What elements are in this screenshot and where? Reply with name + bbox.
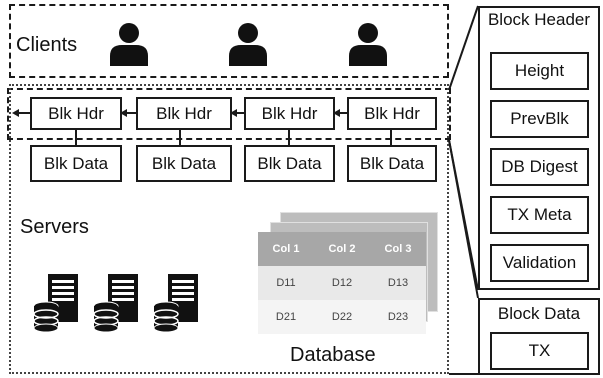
table-header-cell: Col 3	[370, 232, 426, 266]
person-icon	[229, 23, 267, 66]
block-header: Blk Hdr	[30, 97, 122, 130]
clients-label: Clients	[16, 34, 78, 56]
table-row: D11 D12 D13	[258, 266, 426, 300]
ledger-strip	[7, 88, 451, 140]
table-cell: D13	[370, 266, 426, 300]
block-data: Blk Data	[136, 145, 232, 182]
field-tx-meta: TX Meta	[490, 196, 589, 234]
block-data: Blk Data	[244, 145, 335, 182]
db-table: Col 1 Col 2 Col 3 D11 D12 D13 D21 D22 D2…	[258, 232, 426, 334]
field-height: Height	[490, 52, 589, 90]
table-header-cell: Col 2	[314, 232, 370, 266]
table-header-row: Col 1 Col 2 Col 3	[258, 232, 426, 266]
table-cell: D23	[370, 300, 426, 334]
table-cell: D12	[314, 266, 370, 300]
clients-region	[9, 4, 449, 78]
server-icon	[93, 274, 138, 333]
block-header: Blk Hdr	[347, 97, 437, 130]
block-header-panel-title: Block Header	[487, 10, 591, 29]
server-tower-icon	[108, 274, 138, 322]
database-icon	[153, 301, 179, 333]
table-header-cell: Col 1	[258, 232, 314, 266]
server-tower-icon	[168, 274, 198, 322]
block-header: Blk Hdr	[244, 97, 335, 130]
block-data-panel-title: Block Data	[497, 304, 581, 323]
block-data: Blk Data	[347, 145, 437, 182]
field-db-digest: DB Digest	[490, 148, 589, 186]
database-label: Database	[290, 344, 376, 366]
field-prevblk: PrevBlk	[490, 100, 589, 138]
server-icon	[33, 274, 78, 333]
database-icon	[33, 301, 59, 333]
server-icon	[153, 274, 198, 333]
table-row: D21 D22 D23	[258, 300, 426, 334]
servers-label: Servers	[20, 216, 89, 238]
block-data: Blk Data	[30, 145, 122, 182]
database-icon	[93, 301, 119, 333]
table-cell: D21	[258, 300, 314, 334]
table-cell: D11	[258, 266, 314, 300]
table-cell: D22	[314, 300, 370, 334]
servers-region	[9, 84, 449, 374]
field-validation: Validation	[490, 244, 589, 282]
person-icon	[110, 23, 148, 66]
field-tx: TX	[490, 332, 589, 370]
block-header: Blk Hdr	[136, 97, 232, 130]
person-icon	[349, 23, 387, 66]
